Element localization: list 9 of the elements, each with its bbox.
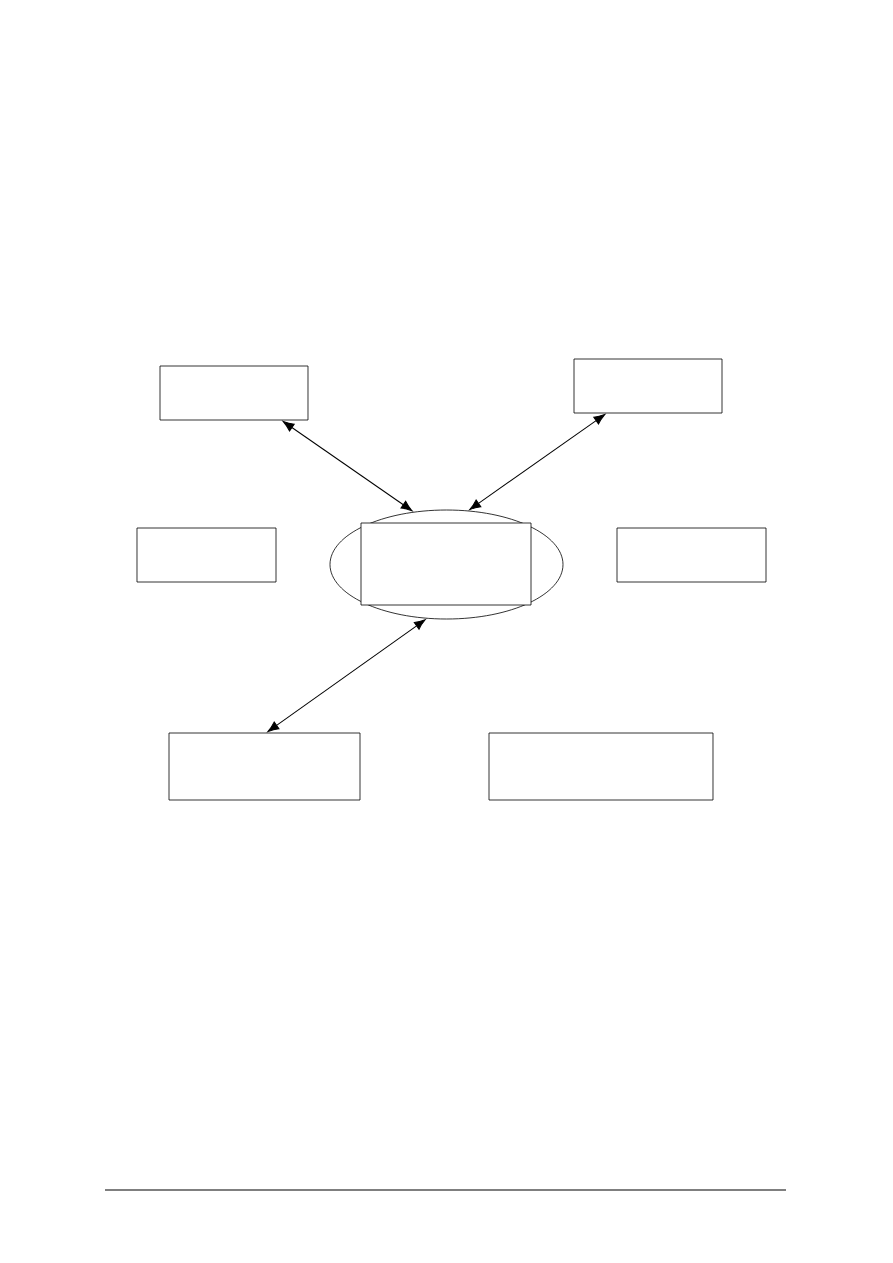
arrow	[282, 421, 413, 512]
empty-box	[159, 365, 309, 421]
empty-box	[136, 527, 277, 583]
empty-box	[616, 527, 767, 583]
arrow	[469, 414, 606, 510]
empty-box	[573, 358, 723, 414]
empty-box	[168, 732, 361, 801]
arrow	[267, 619, 426, 732]
empty-box	[488, 732, 714, 801]
